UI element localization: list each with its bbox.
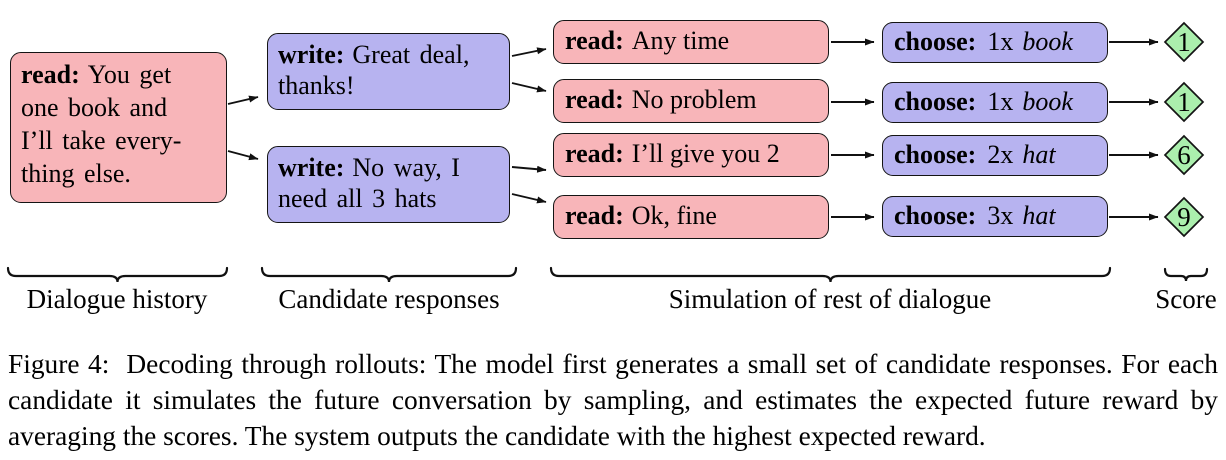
brace-candidate-responses — [260, 266, 518, 283]
choice-count: 1x — [987, 86, 1014, 116]
dialogue-history-box: read:You get one book and I’ll take ever… — [10, 52, 227, 203]
score-diamond — [1163, 81, 1205, 123]
choose-keyword: choose: — [894, 26, 977, 56]
arrow — [227, 95, 259, 105]
candidate-box: write:No way, I need all 3 hats — [267, 146, 510, 223]
choice-count: 1x — [987, 26, 1014, 56]
candidate-text: Great deal, thanks! — [278, 40, 470, 100]
simulation-text: No problem — [631, 85, 757, 114]
arrow — [511, 47, 547, 57]
arrow — [511, 165, 547, 173]
choose-keyword: choose: — [894, 200, 977, 230]
score-diamond — [1163, 134, 1205, 176]
choose-keyword: choose: — [894, 139, 977, 169]
choice-box: choose: 2x hat — [882, 135, 1108, 176]
choice-item: book — [1022, 86, 1073, 116]
simulation-text: Ok, fine — [631, 201, 717, 230]
choice-item: hat — [1022, 200, 1056, 230]
score-diamond — [1163, 21, 1205, 63]
column-label-candidate-responses: Candidate responses — [278, 284, 500, 314]
choice-item: hat — [1022, 139, 1056, 169]
column-label-score: Score — [1155, 284, 1217, 314]
simulation-box: read: No problem — [553, 79, 829, 123]
choice-item: book — [1022, 26, 1073, 56]
simulation-text: I’ll give you 2 — [631, 139, 780, 168]
write-keyword: write: — [278, 40, 345, 69]
brace-score — [1163, 267, 1209, 282]
choice-box: choose: 1x book — [882, 82, 1108, 123]
arrow — [511, 193, 547, 204]
simulation-box: read: I’ll give you 2 — [553, 133, 829, 177]
read-keyword: read: — [565, 85, 624, 114]
choice-count: 3x — [987, 200, 1014, 230]
read-keyword: read: — [565, 139, 624, 168]
choice-box: choose: 1x book — [882, 22, 1108, 63]
diagram-connectors: 1 1 6 9 — [6, 21, 1209, 283]
simulation-box: read: Ok, fine — [553, 195, 829, 239]
candidate-box: write:Great deal, thanks! — [267, 33, 510, 110]
arrow — [227, 150, 259, 161]
column-label-simulation: Simulation of rest of dialogue — [668, 284, 992, 314]
choose-keyword: choose: — [894, 86, 977, 116]
figure-caption: Figure 4: Decoding through rollouts: The… — [8, 349, 1218, 451]
brace-dialogue-history — [6, 266, 229, 283]
write-keyword: write: — [278, 153, 345, 182]
choice-count: 2x — [987, 139, 1014, 169]
score-value: 6 — [1177, 140, 1191, 170]
read-keyword: read: — [21, 60, 80, 89]
score-value: 1 — [1177, 87, 1191, 117]
candidate-text: No way, I need all 3 hats — [278, 153, 460, 213]
score-value: 9 — [1177, 202, 1191, 232]
dialogue-history-text: You get one book and I’ll take every- th… — [21, 60, 182, 188]
score-value: 1 — [1177, 27, 1191, 57]
column-label-dialogue-history: Dialogue history — [26, 284, 208, 314]
read-keyword: read: — [565, 201, 624, 230]
choice-box: choose: 3x hat — [882, 196, 1108, 237]
simulation-box: read: Any time — [553, 20, 829, 64]
simulation-text: Any time — [631, 26, 730, 55]
brace-simulation — [549, 266, 1112, 283]
arrow — [511, 82, 547, 93]
score-diamond — [1163, 196, 1205, 238]
read-keyword: read: — [565, 26, 624, 55]
